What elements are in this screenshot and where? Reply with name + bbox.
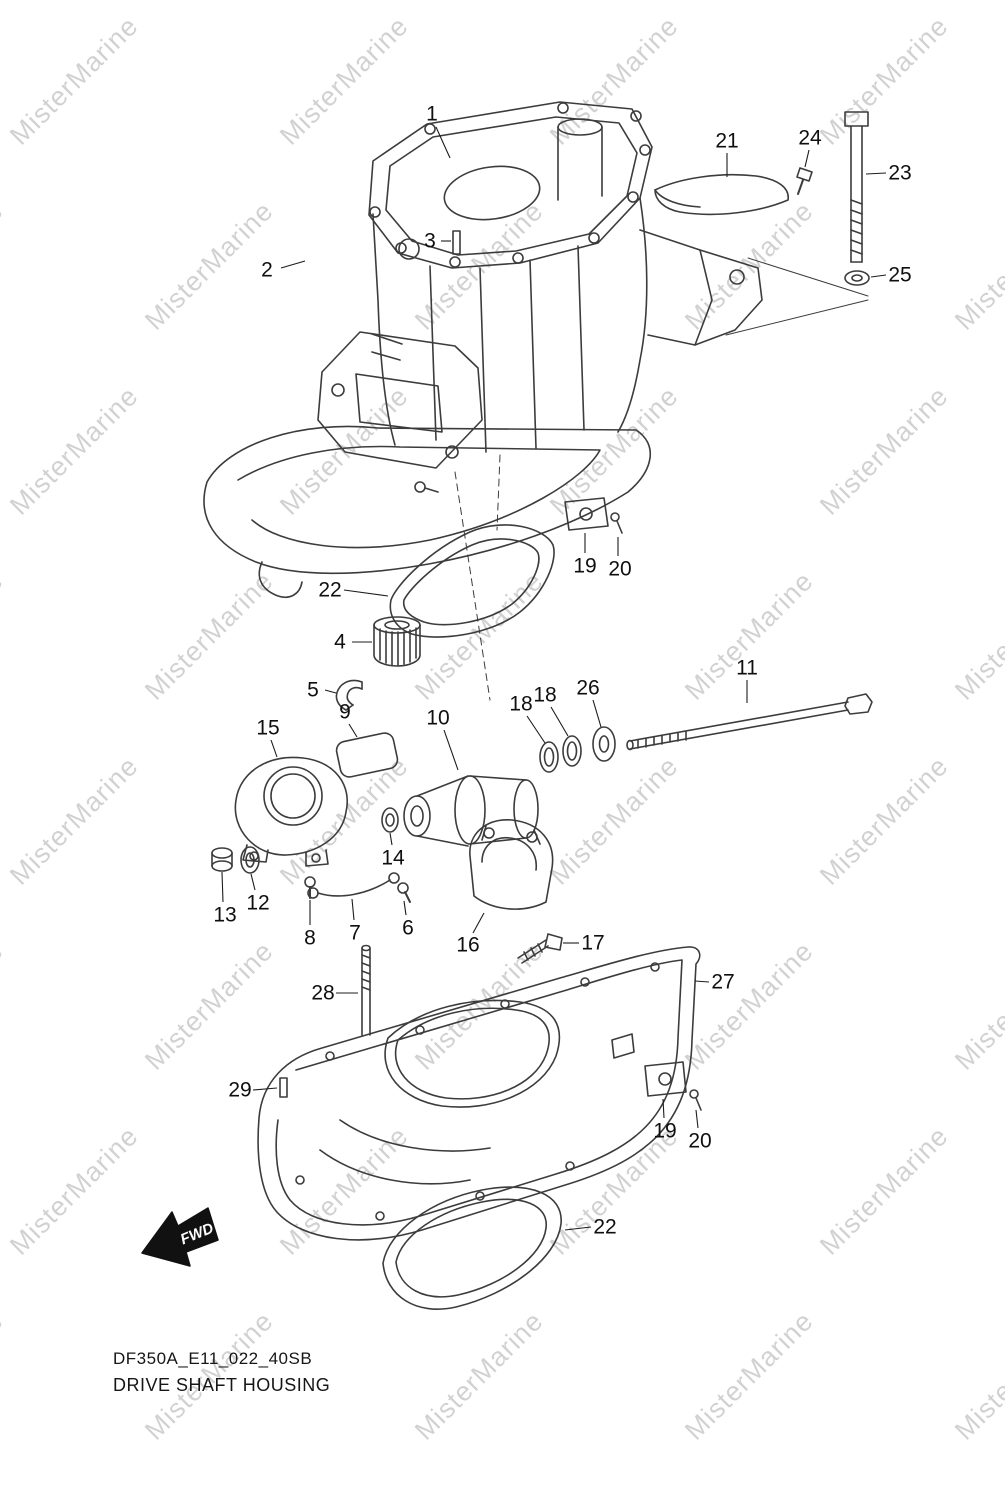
callout-leader-9 bbox=[348, 723, 358, 738]
ground-wire-drawing bbox=[304, 872, 411, 903]
callout-leader-2 bbox=[280, 260, 306, 269]
callout-label-9: 9 bbox=[339, 701, 351, 724]
callout-label-20: 20 bbox=[688, 1130, 711, 1153]
clamp-drawing bbox=[654, 173, 789, 216]
mount-block-lower-drawing bbox=[644, 1061, 702, 1111]
callout-leader-1 bbox=[435, 126, 451, 159]
callout-label-14: 14 bbox=[381, 847, 405, 870]
callout-leader-15 bbox=[270, 739, 278, 758]
fwd-arrow: FWD bbox=[141, 1207, 219, 1267]
callout-label-7: 7 bbox=[349, 922, 361, 945]
callout-label-19: 19 bbox=[653, 1120, 676, 1143]
bracket-bolt-drawing bbox=[517, 933, 563, 964]
callout-label-8: 8 bbox=[304, 927, 316, 950]
callout-label-22: 22 bbox=[593, 1216, 616, 1239]
callout-label-19: 19 bbox=[573, 555, 596, 578]
callout-leader-19 bbox=[662, 1098, 665, 1119]
bushing-drawing bbox=[373, 616, 421, 667]
callout-leader-13 bbox=[221, 871, 224, 903]
callout-leader-5 bbox=[324, 689, 337, 694]
callout-leader-24 bbox=[804, 149, 810, 168]
callout-label-25: 25 bbox=[888, 264, 911, 287]
callout-label-21: 21 bbox=[715, 130, 738, 153]
callout-leader-12 bbox=[250, 873, 256, 891]
callout-label-18: 18 bbox=[533, 684, 556, 707]
callout-leader-6 bbox=[403, 900, 407, 916]
callout-leader-14 bbox=[389, 832, 393, 846]
callout-label-3: 3 bbox=[424, 230, 436, 253]
callout-label-4: 4 bbox=[334, 631, 346, 654]
washer-stack-drawing bbox=[539, 726, 616, 773]
callout-label-26: 26 bbox=[576, 677, 599, 700]
mount-housing-drawing bbox=[234, 756, 348, 867]
damper-drawing bbox=[403, 775, 539, 847]
ring-washers-drawing bbox=[240, 807, 399, 874]
callout-label-23: 23 bbox=[888, 162, 911, 185]
upper-housing-drawing bbox=[203, 101, 869, 701]
callout-label-28: 28 bbox=[311, 982, 334, 1005]
callout-label-17: 17 bbox=[581, 932, 604, 955]
callout-label-24: 24 bbox=[798, 127, 822, 150]
callout-label-5: 5 bbox=[307, 679, 319, 702]
callout-leader-22 bbox=[564, 1226, 592, 1231]
drawing-code: DF350A_E11_022_40SB bbox=[113, 1349, 313, 1368]
callout-label-18: 18 bbox=[509, 693, 532, 716]
callout-label-2: 2 bbox=[261, 259, 273, 282]
gasket-upper-drawing bbox=[389, 524, 555, 638]
callout-leader-10 bbox=[443, 729, 459, 771]
callout-leader-20 bbox=[695, 1109, 699, 1129]
mount-bracket-drawing bbox=[469, 819, 554, 910]
dowel-pin-drawing bbox=[279, 1077, 288, 1098]
callout-label-1: 1 bbox=[426, 103, 438, 126]
long-bolt-drawing bbox=[844, 111, 869, 263]
callout-leader-16 bbox=[472, 912, 485, 934]
callout-leader-27 bbox=[694, 980, 710, 983]
callout-label-29: 29 bbox=[228, 1079, 251, 1102]
small-bolt-drawing bbox=[796, 167, 813, 195]
callout-leader-18 bbox=[550, 706, 569, 737]
rubber-mount-drawing bbox=[335, 732, 399, 778]
callout-label-6: 6 bbox=[402, 917, 414, 940]
drawing-title: DRIVE SHAFT HOUSING bbox=[113, 1374, 331, 1395]
callout-label-13: 13 bbox=[213, 904, 236, 927]
title-block: DF350A_E11_022_40SB DRIVE SHAFT HOUSING bbox=[113, 1347, 330, 1398]
callout-leader-26 bbox=[592, 699, 602, 728]
callout-label-10: 10 bbox=[426, 707, 449, 730]
callout-label-27: 27 bbox=[711, 971, 734, 994]
gasket-lower-drawing bbox=[382, 1186, 562, 1310]
callout-leader-23 bbox=[865, 172, 887, 175]
callout-leader-25 bbox=[870, 274, 887, 278]
callout-label-11: 11 bbox=[736, 657, 758, 680]
callout-leader-7 bbox=[351, 898, 355, 921]
callout-leader-18 bbox=[526, 715, 546, 744]
spacer-nut-drawing bbox=[211, 847, 233, 872]
callout-leader-22 bbox=[343, 589, 389, 597]
callout-leader-29 bbox=[252, 1087, 278, 1091]
callout-label-20: 20 bbox=[608, 558, 631, 581]
circlip-drawing bbox=[335, 679, 363, 711]
stud-bolt-drawing bbox=[361, 944, 371, 1036]
callout-label-15: 15 bbox=[256, 717, 279, 740]
callout-label-12: 12 bbox=[246, 892, 269, 915]
callout-label-16: 16 bbox=[456, 934, 479, 957]
callout-label-22: 22 bbox=[318, 579, 341, 602]
mount-bolt-drawing bbox=[626, 693, 873, 751]
washer-drawing bbox=[844, 270, 870, 286]
lower-housing-drawing bbox=[257, 946, 701, 1241]
mount-block-upper-drawing bbox=[564, 497, 623, 534]
